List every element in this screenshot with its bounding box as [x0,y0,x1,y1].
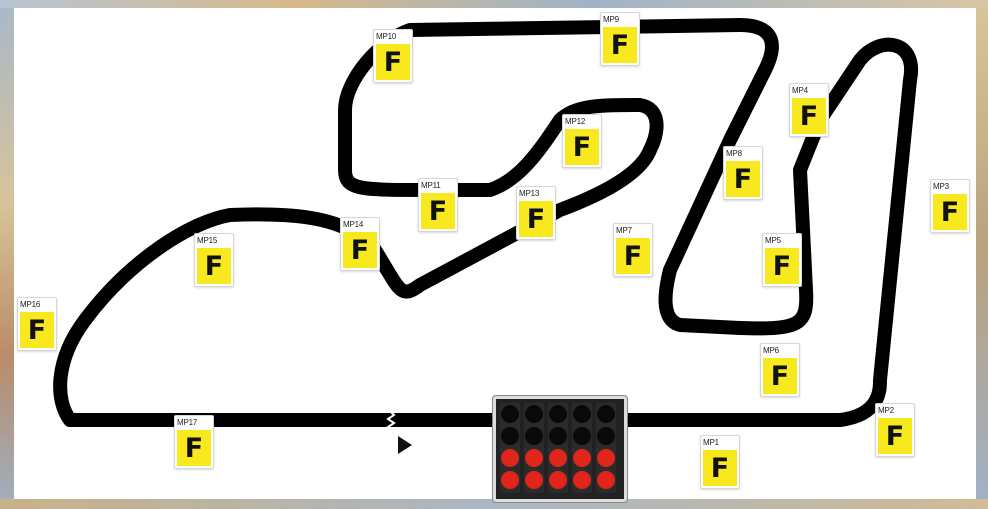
marshal-post-label: MP5 [765,236,781,245]
red-light [501,449,519,467]
start-light-column [596,403,616,493]
marshal-post-label: MP15 [197,236,217,245]
red-light [549,449,567,467]
red-light [525,471,543,489]
flag-letter: F [773,253,791,280]
yellow-flag-icon: F [20,312,54,348]
marshal-post-label: MP4 [792,86,808,95]
yellow-flag-icon: F [519,201,553,237]
yellow-flag-icon: F [726,161,760,197]
flag-letter: F [384,49,402,76]
off-light [549,405,567,423]
off-light [525,427,543,445]
marshal-post-label: MP1 [703,438,719,447]
flag-letter: F [941,199,959,226]
red-light [525,449,543,467]
flag-letter: F [771,363,789,390]
yellow-flag-icon: F [343,232,377,268]
start-light-column [500,403,520,493]
yellow-flag-icon: F [603,27,637,63]
off-light [573,427,591,445]
marshal-post-label: MP12 [565,117,585,126]
marshal-post-label: MP7 [616,226,632,235]
yellow-flag-icon: F [878,418,912,454]
marshal-post-label: MP14 [343,220,363,229]
flag-letter: F [611,32,629,59]
flag-letter: F [351,237,369,264]
yellow-flag-icon: F [177,430,211,466]
play-arrow-icon [398,436,412,454]
marshal-post-label: MP9 [603,15,619,24]
yellow-flag-icon: F [565,129,599,165]
red-light [573,449,591,467]
flag-letter: F [734,166,752,193]
yellow-flag-icon: F [197,248,231,284]
red-light [597,449,615,467]
red-light [501,471,519,489]
flag-letter: F [886,423,904,450]
marshal-post-flag: MP6F [760,343,800,397]
off-light [501,405,519,423]
off-light [597,405,615,423]
yellow-flag-icon: F [792,98,826,134]
off-light [525,405,543,423]
start-light-column [572,403,592,493]
flag-letter: F [28,317,46,344]
red-light [549,471,567,489]
marshal-post-label: MP10 [376,32,396,41]
marshal-post-label: MP6 [763,346,779,355]
off-light [549,427,567,445]
off-light [501,427,519,445]
marshal-post-label: MP17 [177,418,197,427]
off-light [597,427,615,445]
yellow-flag-icon: F [763,358,797,394]
yellow-flag-icon: F [421,193,455,229]
marshal-post-label: MP2 [878,406,894,415]
start-light-column [524,403,544,493]
flag-letter: F [573,134,591,161]
marshal-post-label: MP8 [726,149,742,158]
yellow-flag-icon: F [376,44,410,80]
flag-letter: F [711,455,729,482]
yellow-flag-icon: F [933,194,967,230]
flag-letter: F [205,253,223,280]
marshal-post-label: MP3 [933,182,949,191]
flag-letter: F [527,206,545,233]
yellow-flag-icon: F [765,248,799,284]
marshal-post-label: MP13 [519,189,539,198]
start-light-column [548,403,568,493]
yellow-flag-icon: F [616,238,650,274]
flag-letter: F [800,103,818,130]
marshal-post-label: MP16 [20,300,40,309]
marshal-post-label: MP11 [421,181,441,190]
yellow-flag-icon: F [703,450,737,486]
flag-letter: F [429,198,447,225]
red-light [573,471,591,489]
flag-letter: F [185,435,203,462]
red-light [597,471,615,489]
start-lights-panel [493,396,627,502]
flag-letter: F [624,243,642,270]
off-light [573,405,591,423]
